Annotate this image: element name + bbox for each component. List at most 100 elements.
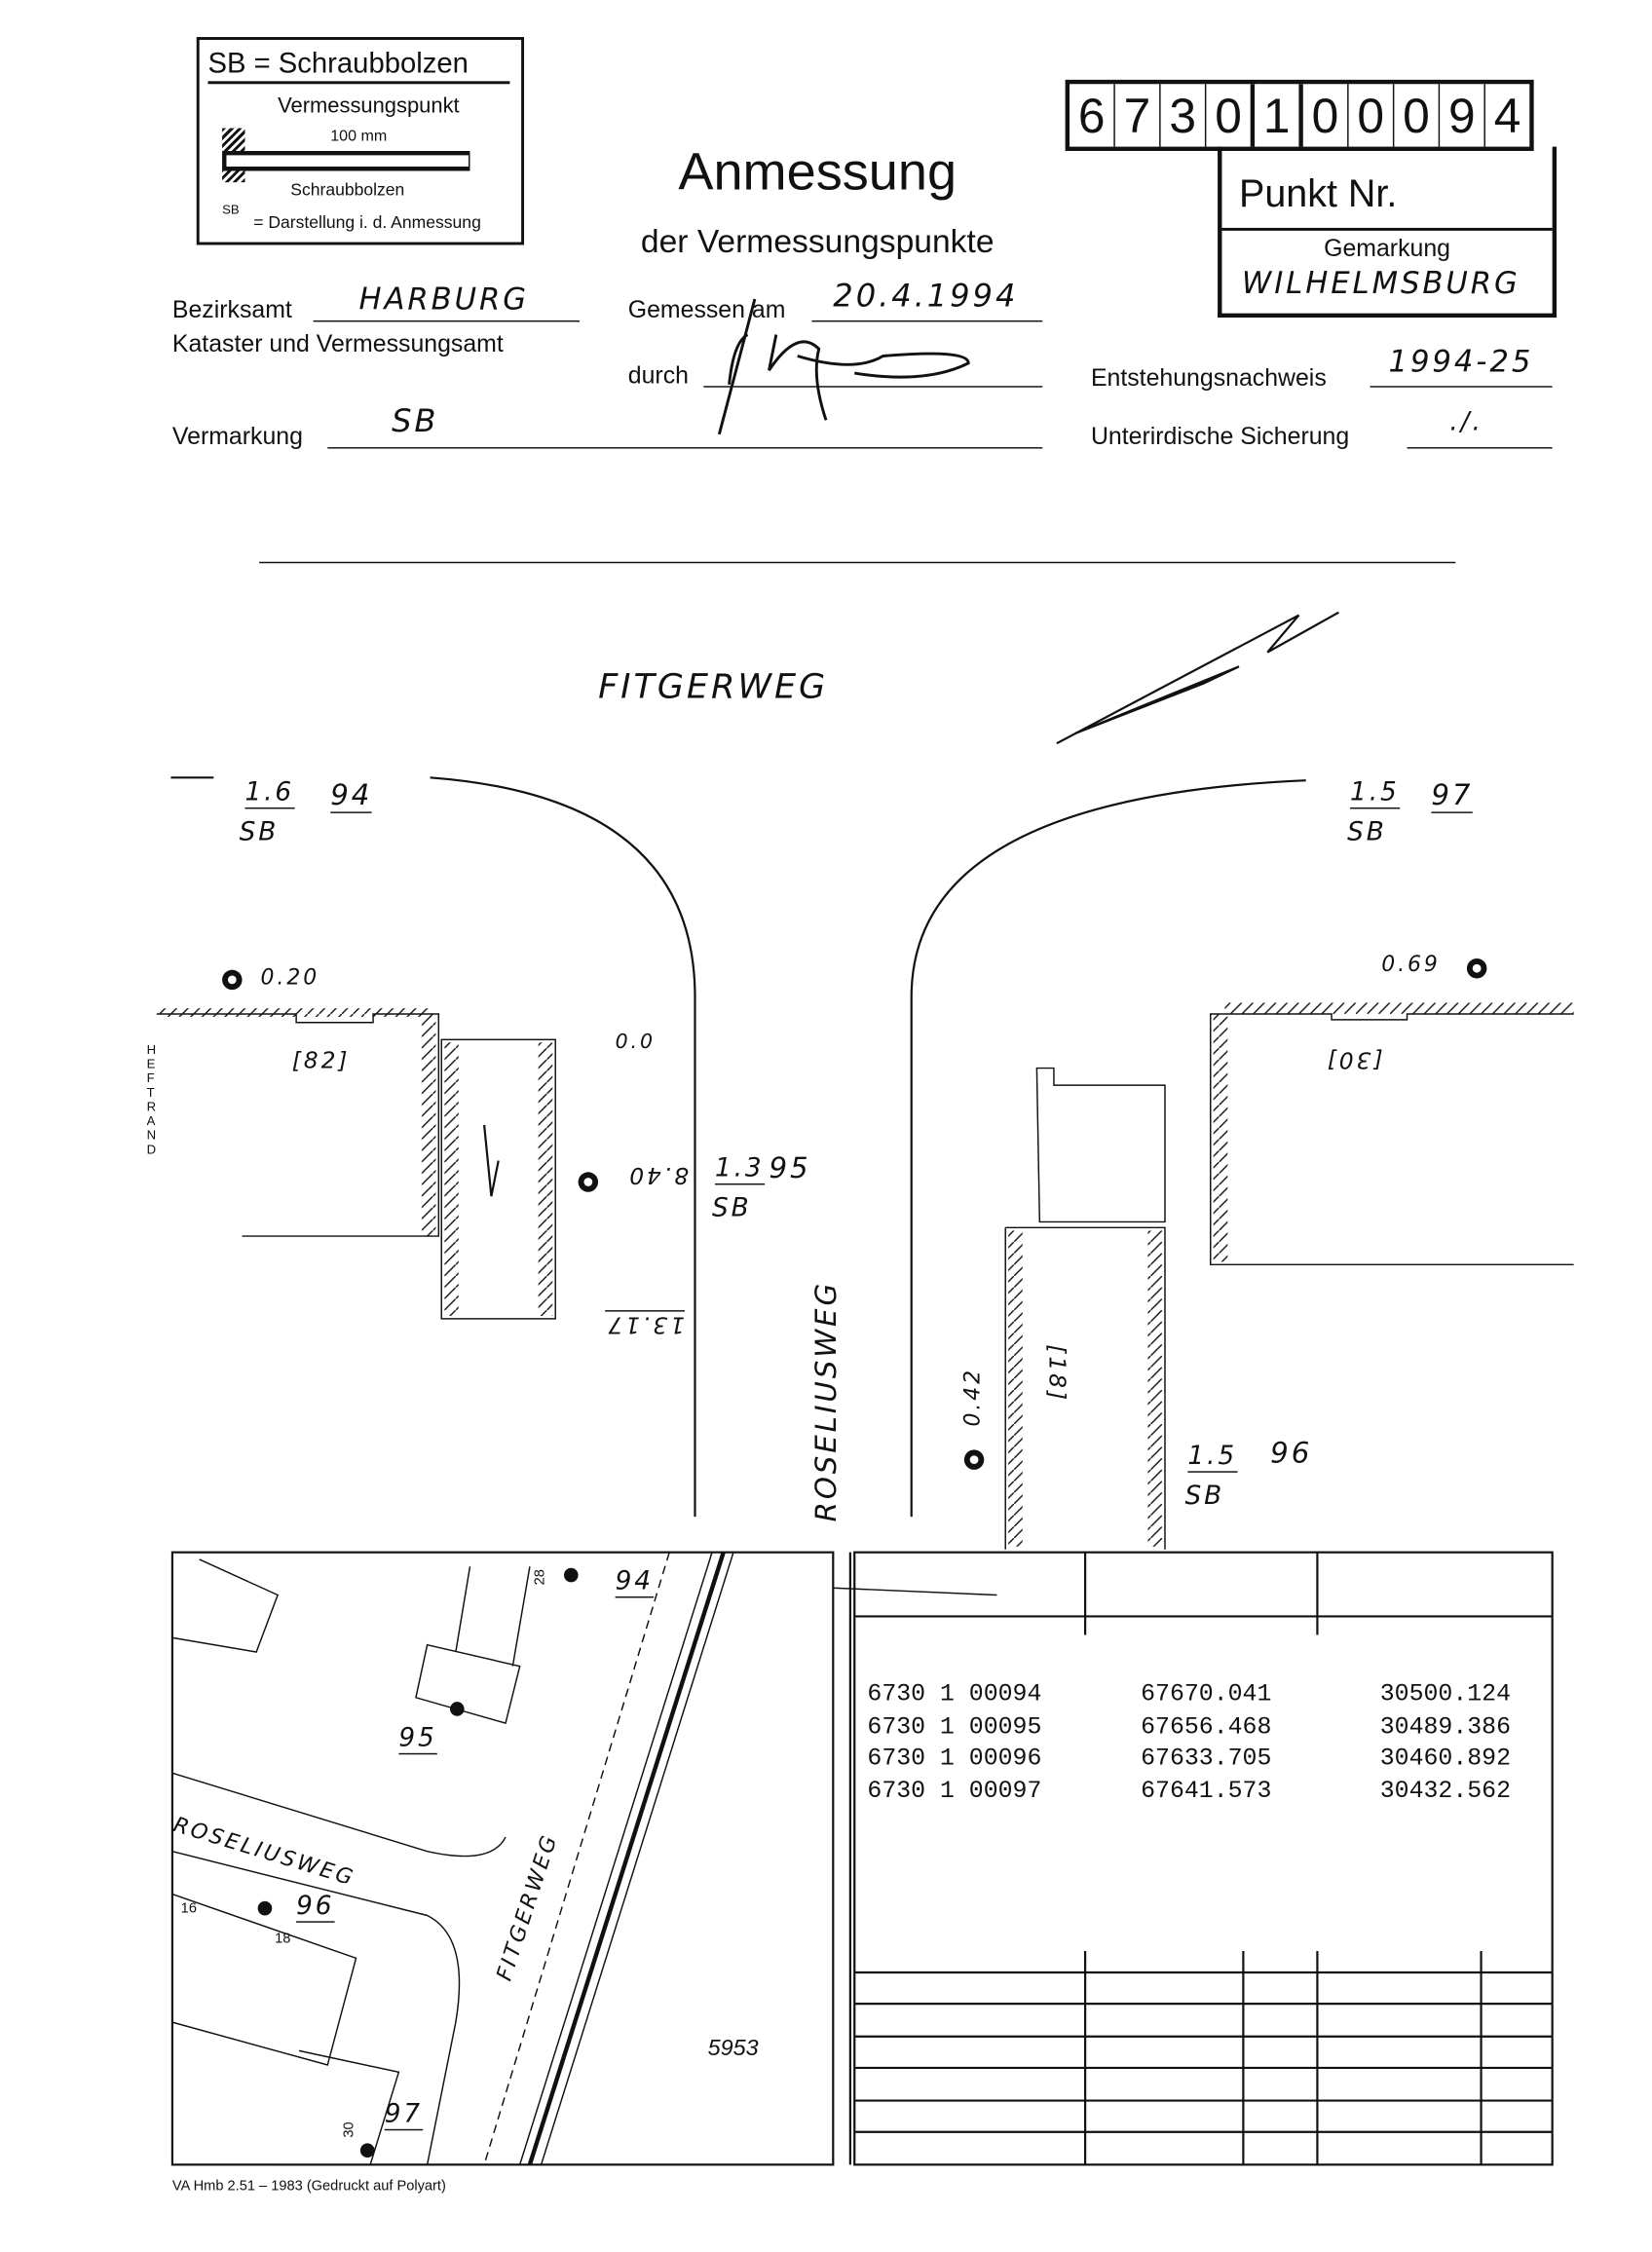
map-house-30: 30	[341, 2121, 358, 2138]
digit: 0	[1206, 84, 1256, 147]
coord-x: 67670.041	[1141, 1681, 1272, 1709]
map-point-96: 96	[296, 1891, 335, 1923]
coord-y: 30500.124	[1379, 1681, 1512, 1709]
digit: 0	[1303, 84, 1349, 147]
point-id: 6730 1 00095	[867, 1713, 1042, 1742]
digit: 7	[1115, 84, 1161, 147]
vermarkung-value: SB	[392, 404, 439, 440]
measure-0-0: 0.0	[615, 1031, 656, 1054]
coord-x: 67633.705	[1141, 1745, 1272, 1774]
road-edges	[170, 776, 1306, 1518]
measure-13-17: 13.17	[605, 1310, 685, 1339]
map-lines	[171, 1551, 997, 2166]
measure-0-69: 0.69	[1381, 951, 1441, 977]
coordinate-rows: 6730 1 00094 67670.041 30500.124 6730 1 00…	[867, 1680, 1511, 1809]
legend-title: SB = Schraubbolzen	[207, 49, 510, 85]
page-subtitle: der Vermessungspunkte	[640, 222, 995, 260]
point-97-type: SB	[1347, 817, 1387, 847]
vermarkung-line	[327, 426, 1043, 449]
durch-label: durch	[627, 361, 689, 390]
coord-y: 30460.892	[1379, 1745, 1512, 1774]
street-label-vertical: ROSELIUSWEG	[808, 1280, 844, 1522]
map-house-28: 28	[532, 1569, 548, 1586]
table-row: 6730 1 00097 67641.573 30432.562	[867, 1777, 1511, 1809]
point-94-type: SB	[239, 817, 280, 847]
point-id: 6730 1 00096	[867, 1745, 1042, 1774]
map-frame	[170, 1551, 835, 2166]
punkt-nr-box: Punkt Nr. Gemarkung WILHELMSBURG	[1218, 146, 1558, 319]
table-row: 6730 1 00094 67670.041 30500.124	[867, 1680, 1511, 1712]
coord-y: 30432.562	[1379, 1778, 1512, 1806]
point-96-dist: 1.5	[1187, 1441, 1238, 1473]
heftrand-label: HEFTRAND	[146, 1042, 157, 1157]
point-id: 6730 1 00097	[867, 1778, 1042, 1806]
amt-label: Kataster und Vermessungsamt	[171, 330, 504, 357]
house-number-30: [30]	[1324, 1046, 1383, 1074]
legend-bolt-label: Schraubbolzen	[290, 179, 405, 200]
house-number-18: [18]	[1043, 1344, 1071, 1404]
gemarkung-label: Gemarkung	[1324, 235, 1450, 263]
legend-symbol-abbr: SB	[222, 202, 240, 217]
point-id: 6730 1 00094	[867, 1681, 1042, 1709]
survey-point-markers	[222, 957, 1487, 1470]
legend-box: SB = Schraubbolzen Vermessungspunkt 100 …	[196, 37, 525, 245]
measure-0-20: 0.20	[260, 963, 320, 991]
measure-0-42: 0.42	[959, 1368, 986, 1427]
punkt-nr-label: Punkt Nr.	[1239, 171, 1398, 215]
legend-symbol-desc: = Darstellung i. d. Anmessung	[253, 211, 481, 233]
entstehung-value: 1994-25	[1388, 344, 1534, 379]
measure-8-40: 8.40	[626, 1162, 690, 1189]
north-arrow-icon	[1056, 611, 1339, 745]
bezirksamt-label: Bezirksamt	[171, 296, 292, 323]
map-point-97: 97	[384, 2099, 424, 2131]
point-97-dist: 1.5	[1350, 777, 1400, 809]
bolt-shaft-icon	[222, 150, 470, 171]
legend-length: 100 mm	[330, 128, 388, 146]
coord-y: 30489.386	[1379, 1713, 1512, 1742]
page-title: Anmessung	[678, 142, 957, 202]
table-row: 6730 1 00096 67633.705 30460.892	[867, 1745, 1511, 1777]
digit: 6	[1070, 84, 1115, 147]
buildings	[156, 1002, 1574, 1550]
point-95-dist: 1.3	[714, 1153, 765, 1185]
entstehung-line	[1370, 364, 1553, 388]
digit: 0	[1349, 84, 1395, 147]
point-94-nr: 94	[330, 777, 373, 813]
digit: 9	[1440, 84, 1485, 147]
point-97-nr: 97	[1431, 777, 1474, 813]
point-95-type: SB	[712, 1193, 752, 1223]
street-label-top: FITGERWEG	[598, 666, 829, 707]
bezirksamt-line	[313, 299, 581, 322]
bezirksamt-value: HARBURG	[358, 282, 529, 317]
sicherung-label: Unterirdische Sicherung	[1090, 423, 1350, 451]
digit: 0	[1394, 84, 1441, 147]
footer-note: VA Hmb 2.51 – 1983 (Gedruckt auf Polyart…	[171, 2178, 446, 2196]
point-95-nr: 95	[769, 1150, 811, 1185]
vermarkung-label: Vermarkung	[171, 423, 303, 451]
digit: 4	[1493, 90, 1521, 144]
point-94-dist: 1.6	[244, 777, 295, 809]
map-parcel-number: 5953	[707, 2036, 759, 2061]
point-96-type: SB	[1184, 1481, 1225, 1512]
legend-point-label: Vermessungspunkt	[278, 94, 460, 119]
map-house-16: 16	[180, 1900, 197, 1917]
house-number-82: [82]	[291, 1046, 351, 1074]
coord-x: 67641.573	[1141, 1778, 1272, 1806]
coordinate-table-frame	[848, 1551, 1554, 2166]
point-96-nr: 96	[1270, 1435, 1313, 1470]
coord-x: 67656.468	[1141, 1713, 1272, 1742]
digit: 1	[1255, 84, 1303, 147]
map-point-95: 95	[398, 1723, 437, 1755]
gemarkung-value: WILHELMSBURG	[1241, 266, 1521, 301]
divider	[1221, 227, 1553, 231]
map-point-94: 94	[615, 1566, 654, 1598]
digit: 3	[1161, 84, 1207, 147]
arrow-icon	[483, 1124, 500, 1197]
sicherung-line	[1407, 426, 1553, 449]
table-row: 6730 1 00095 67656.468 30489.386	[867, 1712, 1511, 1745]
sicherung-value: ./.	[1449, 407, 1483, 437]
entstehung-label: Entstehungsnachweis	[1090, 364, 1327, 393]
